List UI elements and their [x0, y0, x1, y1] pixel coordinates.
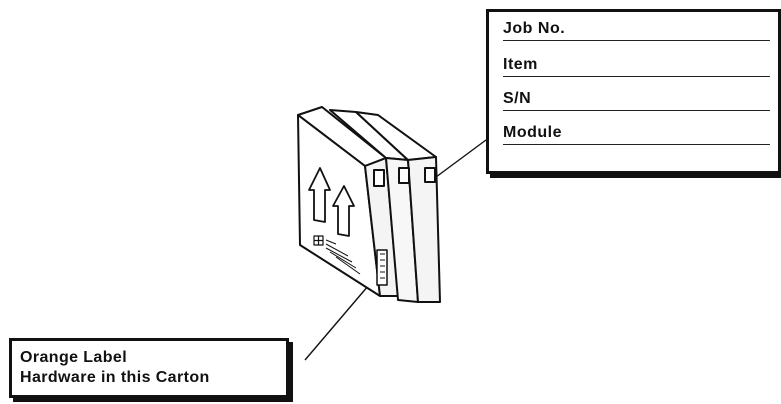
logo-icon	[313, 235, 361, 275]
up-arrow-icon	[332, 185, 355, 237]
orange-label-title: Orange Label	[20, 349, 128, 366]
end-label-1	[373, 169, 385, 187]
up-arrow-icon	[308, 167, 331, 223]
end-label-3	[424, 167, 436, 183]
serial-number-field: S/N	[503, 88, 770, 111]
end-label-2	[398, 167, 410, 184]
carton-end-3	[407, 156, 441, 303]
module-field: Module	[503, 122, 770, 145]
orange-label-patch	[376, 249, 388, 286]
carton	[297, 106, 441, 303]
job-label: Job No. Item S/N Module	[486, 9, 781, 174]
leader-line-job-label	[431, 139, 487, 181]
job-no-field: Job No.	[503, 18, 770, 41]
orange-label-description: Hardware in this Carton	[20, 369, 210, 386]
orange-label-callout: Orange Label Hardware in this Carton	[9, 338, 289, 398]
item-field: Item	[503, 54, 770, 77]
